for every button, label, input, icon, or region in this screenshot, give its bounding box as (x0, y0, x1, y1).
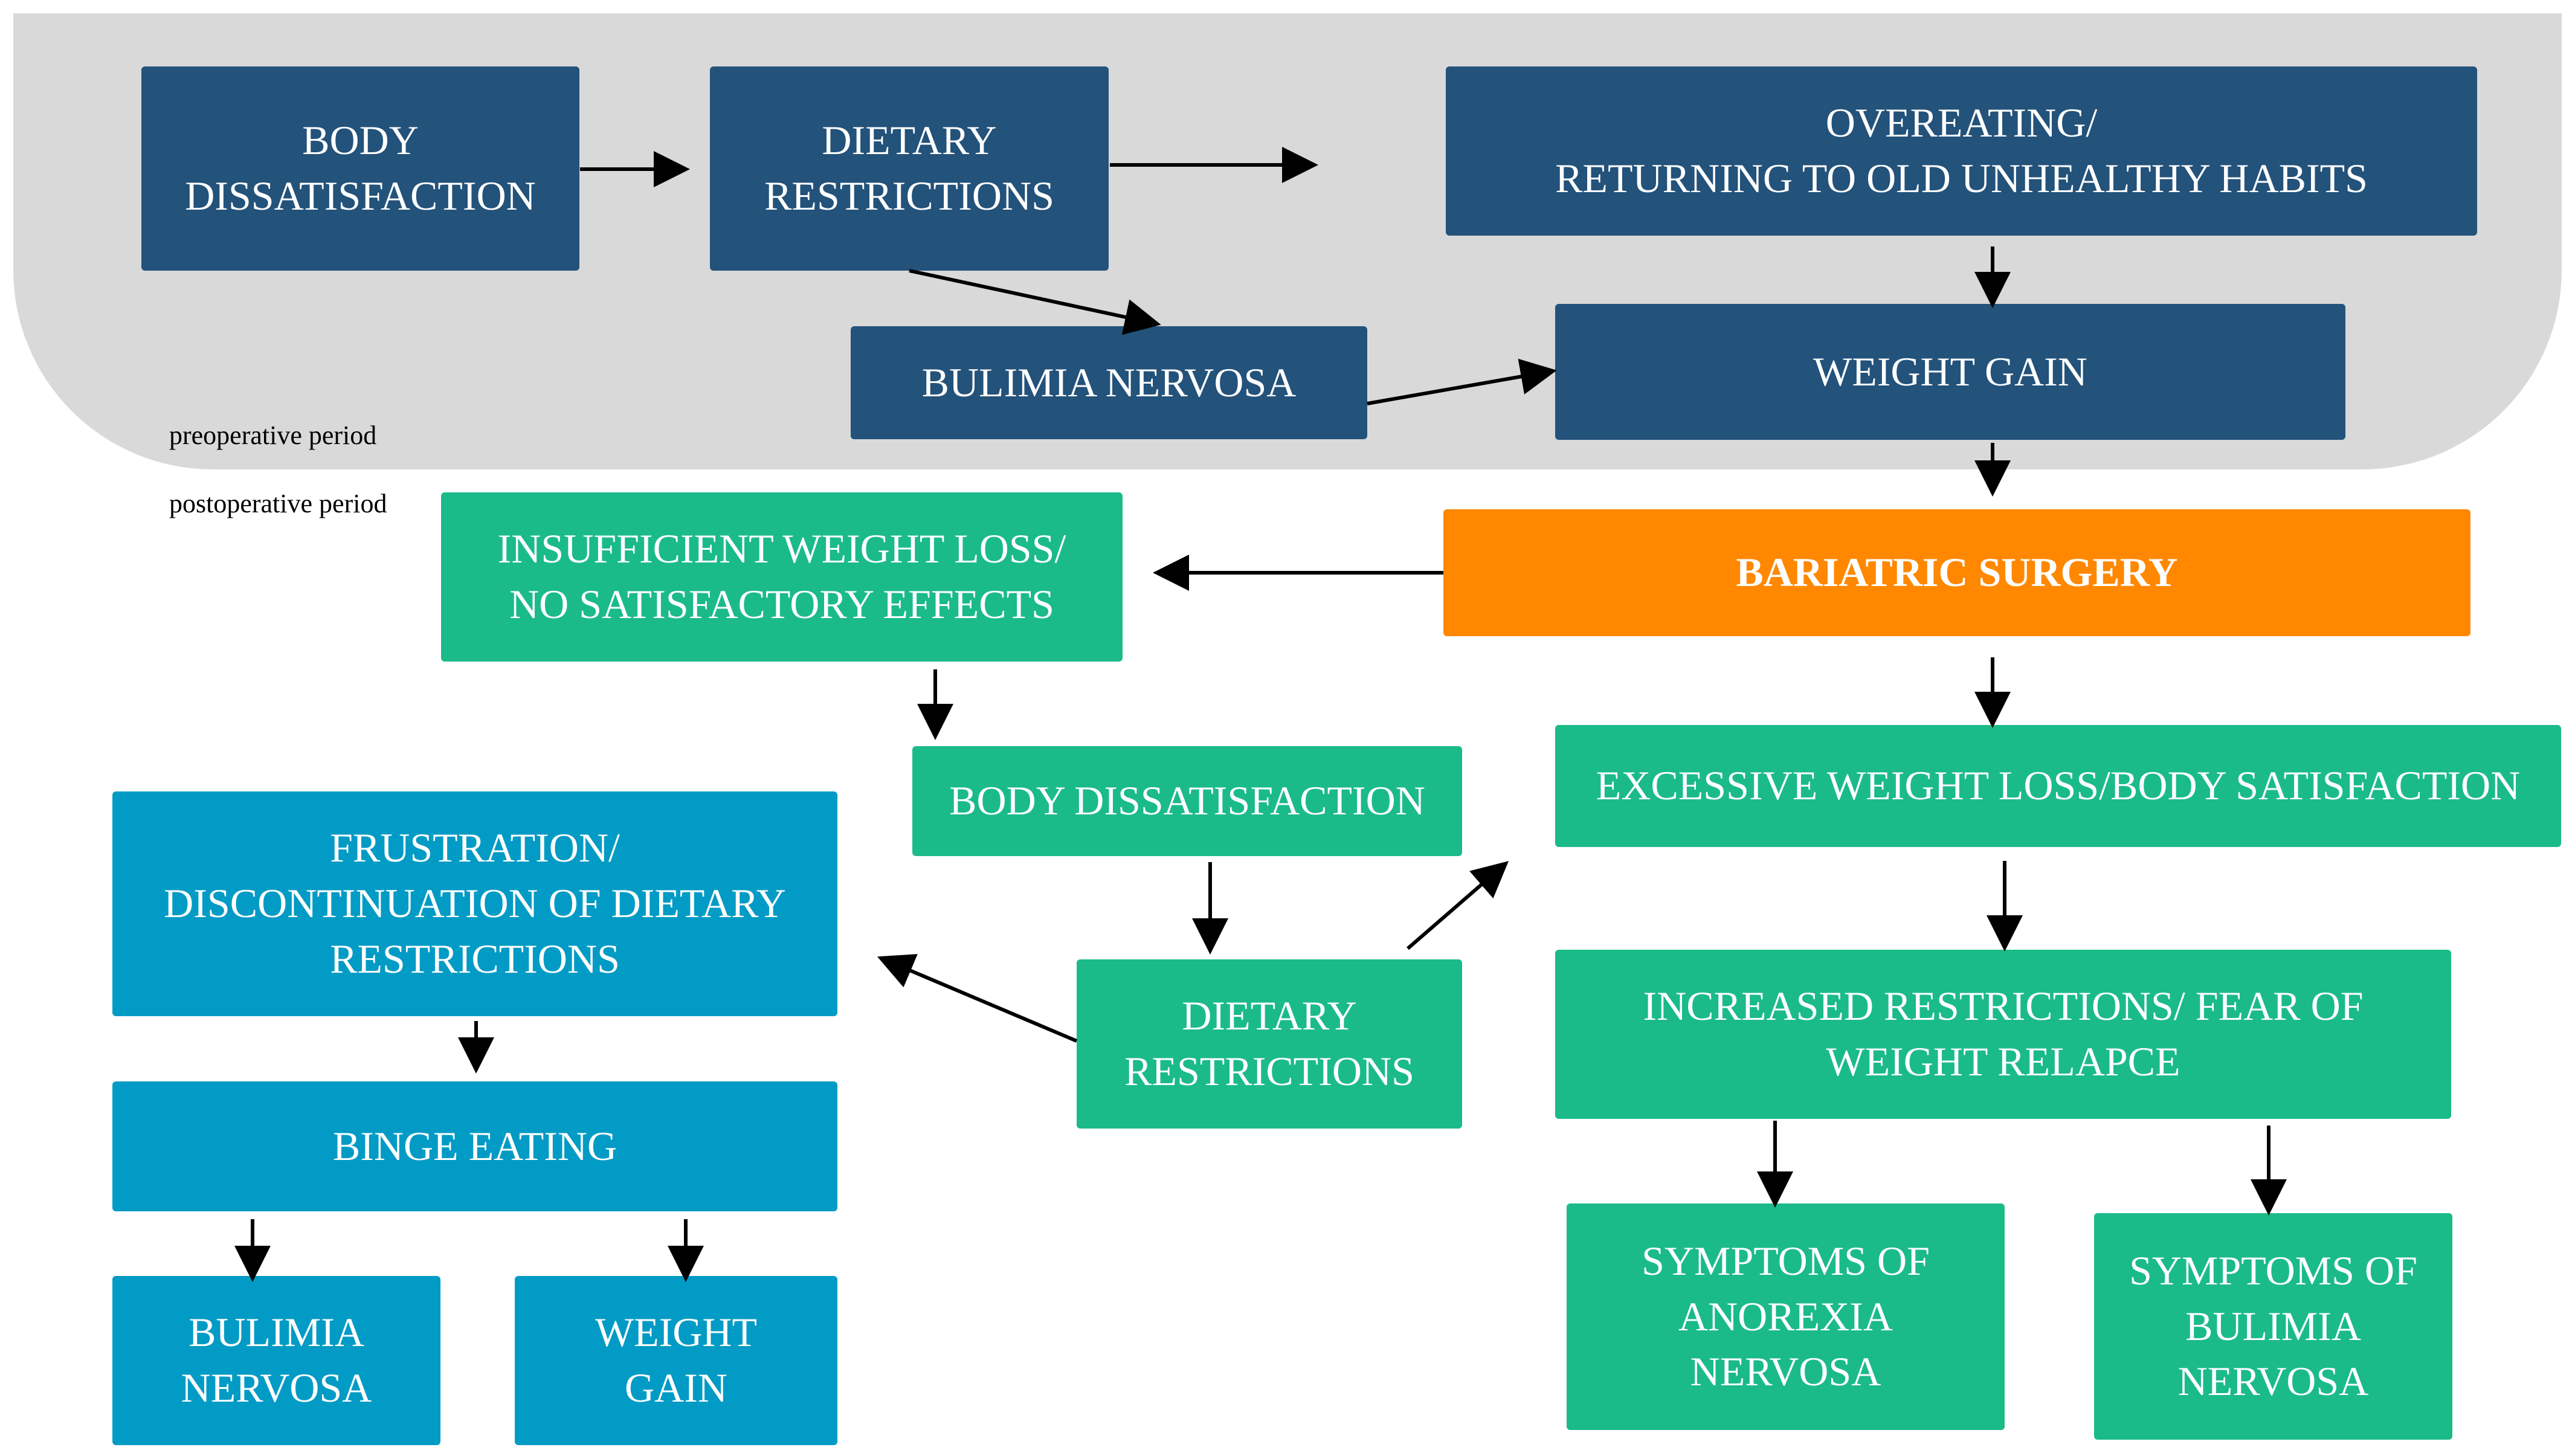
post-bulimia-nervosa-box: BULIMIA NERVOSA (112, 1276, 440, 1445)
post-frustration-box: FRUSTRATION/ DISCONTINUATION OF DIETARY … (112, 791, 837, 1016)
post-binge-eating-box: BINGE EATING (112, 1081, 837, 1211)
pre-weight-gain-box: WEIGHT GAIN (1555, 304, 2345, 440)
pre-dietary-restrictions-box: DIETARY RESTRICTIONS (710, 66, 1109, 271)
pre-body-dissatisfaction-box: BODY DISSATISFACTION (141, 66, 579, 271)
post-symptoms-anorexia-box: SYMPTOMS OF ANOREXIA NERVOSA (1567, 1203, 2005, 1430)
pre-bulimia-nervosa-box: BULIMIA NERVOSA (851, 326, 1367, 439)
arrow-diet-to-frustration (877, 954, 1078, 1043)
arrow-diet-to-excessive (1407, 861, 1509, 950)
arrow-diet-to-bulimia (909, 269, 1161, 335)
preoperative-label: preoperative period (169, 420, 377, 450)
post-symptoms-bulimia-box: SYMPTOMS OF BULIMIA NERVOSA (2094, 1213, 2452, 1440)
postoperative-label: postoperative period (169, 489, 387, 518)
post-body-dissatisfaction-box: BODY DISSATISFACTION (912, 746, 1462, 856)
arrow-bulimia-to-weightgain (1367, 358, 1557, 405)
post-excessive-weight-loss-box: EXCESSIVE WEIGHT LOSS/BODY SATISFACTION (1555, 725, 2561, 847)
post-insufficient-weight-loss-box: INSUFFICIENT WEIGHT LOSS/ NO SATISFACTOR… (441, 492, 1123, 662)
post-increased-restrictions-box: INCREASED RESTRICTIONS/ FEAR OF WEIGHT R… (1555, 950, 2451, 1119)
post-dietary-restrictions-box: DIETARY RESTRICTIONS (1077, 959, 1462, 1129)
post-weight-gain-box: WEIGHT GAIN (515, 1276, 837, 1445)
bariatric-surgery-box: BARIATRIC SURGERY (1443, 509, 2470, 636)
pre-overeating-box: OVEREATING/ RETURNING TO OLD UNHEALTHY H… (1446, 66, 2477, 236)
